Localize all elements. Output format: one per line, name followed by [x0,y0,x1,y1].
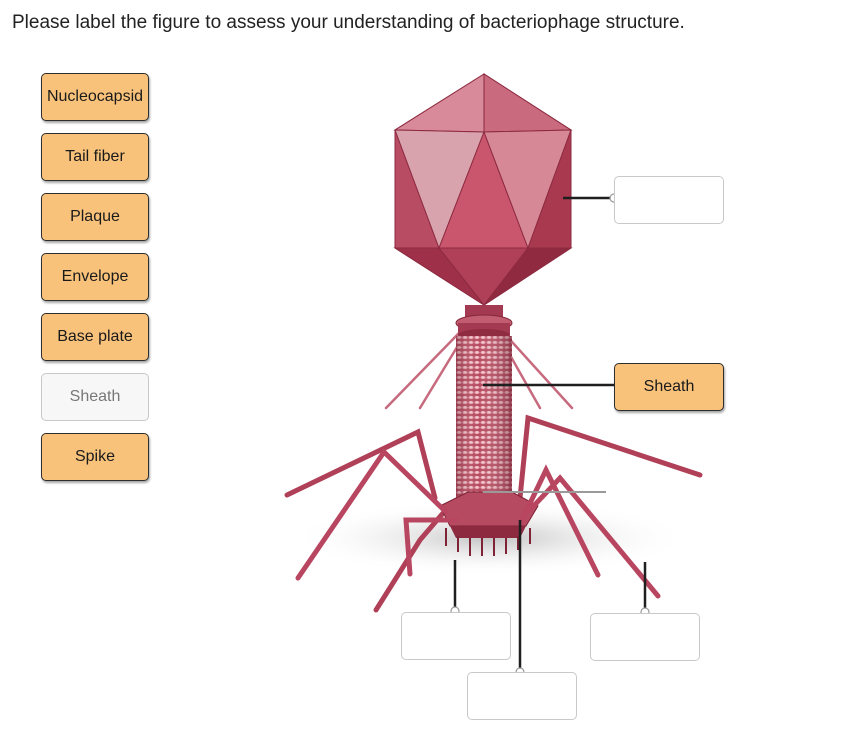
label-chip-tail-fiber[interactable]: Tail fiber [41,133,149,181]
label-chip-spike[interactable]: Spike [41,433,149,481]
tail-sheath [456,336,512,514]
label-chip-base-plate[interactable]: Base plate [41,313,149,361]
label-chip-nucleocapsid[interactable]: Nucleocapsid [41,73,149,121]
tail-fibers-front [295,448,661,599]
drop-target-head[interactable] [614,176,724,224]
capsid-head [393,73,573,306]
leader-lines [453,196,647,672]
collar [455,305,513,341]
drop-target-base-left[interactable] [401,612,511,660]
drop-target-base-center[interactable] [467,672,577,720]
tail-fibers-back [284,414,703,613]
question-instruction: Please label the figure to assess your u… [12,12,685,33]
drop-target-base-right[interactable] [590,613,700,661]
label-chip-envelope[interactable]: Envelope [41,253,149,301]
drop-target-sheath[interactable]: Sheath [614,363,724,411]
base-plate [439,491,539,556]
label-chip-plaque[interactable]: Plaque [41,193,149,241]
label-chip-sheath-placeholder: Sheath [41,373,149,421]
